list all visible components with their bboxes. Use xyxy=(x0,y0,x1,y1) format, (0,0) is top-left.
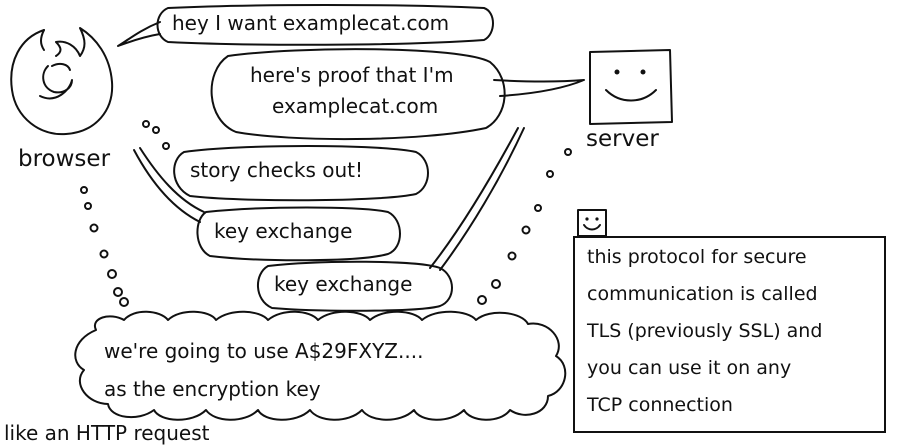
narrator-smiley-icon xyxy=(577,209,607,237)
server-thought-dots xyxy=(477,148,572,305)
cutoff-text: like an HTTP request xyxy=(4,421,210,445)
shared-key-text-line1: we're going to use A$29FXYZ.... xyxy=(104,339,424,363)
server-key-bubble-outline xyxy=(257,260,453,312)
proof-to-key-line xyxy=(429,127,519,269)
browser-key-bubble-outline xyxy=(196,206,401,262)
request-bubble-outline xyxy=(117,4,494,47)
proof-bubble-text-line2: examplecat.com xyxy=(272,94,439,118)
server-icon xyxy=(589,49,673,125)
diagram-drawing xyxy=(10,4,673,421)
server-key-bubble-text: key exchange xyxy=(274,272,413,296)
browser-label: browser xyxy=(18,146,111,172)
proof-bubble-text-line1: here's proof that I'm xyxy=(250,63,454,87)
story-bubble-text: story checks out! xyxy=(190,158,364,182)
tls-diagram: browser server hey I want examplecat.com… xyxy=(4,4,886,445)
shared-key-text-line2: as the encryption key xyxy=(104,377,321,401)
proof-to-key-line-2 xyxy=(439,127,525,271)
tls-note-line: communication is called xyxy=(587,283,818,305)
proof-bubble-outline xyxy=(210,48,585,141)
tls-note-box: this protocol for secure communication i… xyxy=(573,236,886,433)
shared-key-cloud-outline xyxy=(74,310,567,421)
browser-key-bubble-text: key exchange xyxy=(214,219,353,243)
browser-thought-dots xyxy=(80,120,170,307)
browser-to-key-line-2 xyxy=(139,147,205,213)
request-bubble-text: hey I want examplecat.com xyxy=(172,11,450,35)
tls-note-line: TLS (previously SSL) and xyxy=(587,320,823,342)
browser-to-key-line xyxy=(133,149,201,223)
browser-icon xyxy=(10,27,114,136)
tls-note-line: this protocol for secure xyxy=(587,246,807,268)
tls-note-line: TCP connection xyxy=(587,394,733,416)
server-label: server xyxy=(586,126,659,152)
story-bubble-outline xyxy=(173,145,429,202)
tls-note-line: you can use it on any xyxy=(587,357,792,379)
